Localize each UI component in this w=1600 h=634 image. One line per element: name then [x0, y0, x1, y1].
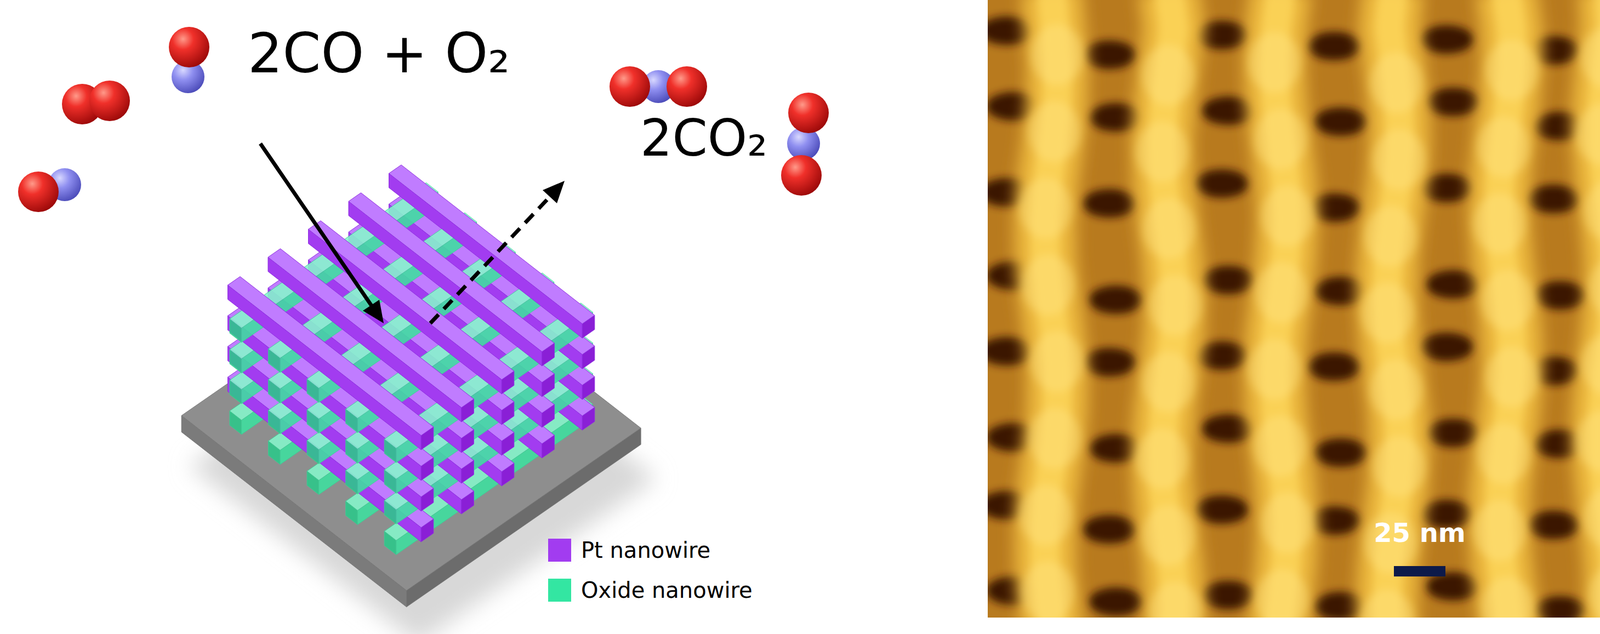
afm-grain [1019, 485, 1073, 546]
afm-grain [1248, 32, 1301, 93]
afm-grain [1472, 500, 1526, 561]
afm-pore [1419, 25, 1474, 54]
afm-grain [1581, 334, 1600, 395]
afm-grain [1254, 109, 1307, 170]
afm-pore [1200, 581, 1256, 610]
afm-grain [1589, 564, 1600, 618]
scale-bar-label: 25 nm [1337, 517, 1502, 549]
afm-grain [1575, 411, 1600, 472]
product-arrow [430, 195, 551, 324]
oxygen-atom [609, 66, 651, 107]
afm-grain [1485, 40, 1539, 101]
afm-grain [1027, 101, 1081, 162]
legend-entry: Pt nanowire [548, 537, 711, 563]
afm-pore [1532, 596, 1588, 618]
afm-pore [1425, 270, 1481, 299]
afm-pore [1526, 510, 1581, 540]
afm-grain [1021, 561, 1075, 618]
afm-pore [1306, 31, 1362, 61]
afm-grain [1254, 416, 1307, 477]
afm-grain [1369, 359, 1423, 420]
legend-swatch [548, 578, 572, 602]
afm-nanowire-highlights [1018, 0, 1600, 618]
arrow-head [542, 180, 565, 204]
legend-entry: Oxide nanowire [548, 577, 753, 603]
afm-grain [1028, 408, 1081, 469]
afm-pore [1425, 418, 1481, 448]
oxygen-atom [89, 80, 130, 122]
afm-pore [1082, 515, 1137, 544]
legend-label: Oxide nanowire [581, 577, 753, 603]
legend-label: Pt nanowire [581, 537, 711, 563]
afm-grain [1481, 270, 1535, 331]
oxygen-atom [18, 171, 59, 213]
afm-grain [1373, 436, 1426, 497]
afm-pore [1313, 438, 1369, 468]
afm-grain [1589, 257, 1600, 318]
reaction-equation: 2CO + O₂ [247, 21, 510, 85]
afm-grain [1361, 282, 1414, 344]
afm-grain [1261, 185, 1314, 247]
afm-grain [1580, 27, 1600, 88]
afm-grain [1148, 275, 1202, 336]
afm-pore [1526, 184, 1581, 214]
afm-grain [1255, 569, 1309, 618]
oxygen-atom [168, 26, 210, 68]
afm-grain [1364, 206, 1417, 267]
afm-pore [1313, 107, 1369, 136]
reactant-arrow [260, 143, 373, 308]
afm-pore [1082, 348, 1137, 377]
afm-grain [1030, 331, 1084, 392]
afm-grain [1477, 116, 1530, 178]
afm-pore [1532, 281, 1588, 310]
afm-grain [1142, 505, 1195, 566]
afm-pore [1194, 169, 1250, 198]
afm-grain [1148, 582, 1202, 618]
afm-pore [1425, 87, 1481, 117]
afm-grain [1255, 262, 1308, 323]
afm-grain [1583, 487, 1600, 549]
afm-grain [1142, 198, 1196, 259]
arrow-head [362, 299, 384, 324]
product-label: 2CO₂ [640, 109, 768, 168]
afm-grain [1018, 178, 1072, 239]
oxygen-atom [788, 92, 829, 134]
afm-grain [1370, 52, 1423, 113]
afm-grain [1261, 492, 1314, 554]
pt-nanowire [228, 276, 434, 451]
afm-pore [1088, 285, 1144, 315]
afm-pore [1088, 587, 1144, 617]
afm-grain [1135, 121, 1189, 182]
afm-grain [1373, 129, 1426, 190]
oxygen-atom [781, 155, 822, 196]
afm-grain [1021, 254, 1075, 316]
afm-pore [1082, 40, 1137, 70]
legend-swatch [548, 538, 572, 562]
afm-pore [1082, 189, 1137, 218]
afm-grain [1135, 428, 1189, 489]
afm-grain [1473, 193, 1527, 254]
afm-grain [1361, 589, 1414, 618]
afm-grain [1477, 423, 1531, 485]
scale-bar [1393, 566, 1446, 577]
pt-nanowire-top [228, 276, 434, 436]
afm-pore [1306, 352, 1362, 381]
afm-grain [1141, 44, 1195, 106]
afm-nanowires [1044, 0, 1600, 618]
afm-grain [1575, 104, 1600, 165]
oxygen-atom [666, 66, 708, 107]
pt-nanowire-side [228, 285, 422, 450]
afm-grain [1142, 351, 1195, 413]
afm-grain [1485, 346, 1539, 408]
afm-grain [1248, 339, 1301, 400]
afm-pore [1200, 265, 1256, 295]
afm-grain [1481, 577, 1534, 618]
afm-grain [1584, 180, 1600, 242]
afm-pore [1419, 332, 1474, 362]
afm-pore [1194, 495, 1250, 525]
afm-grain [1031, 24, 1084, 85]
